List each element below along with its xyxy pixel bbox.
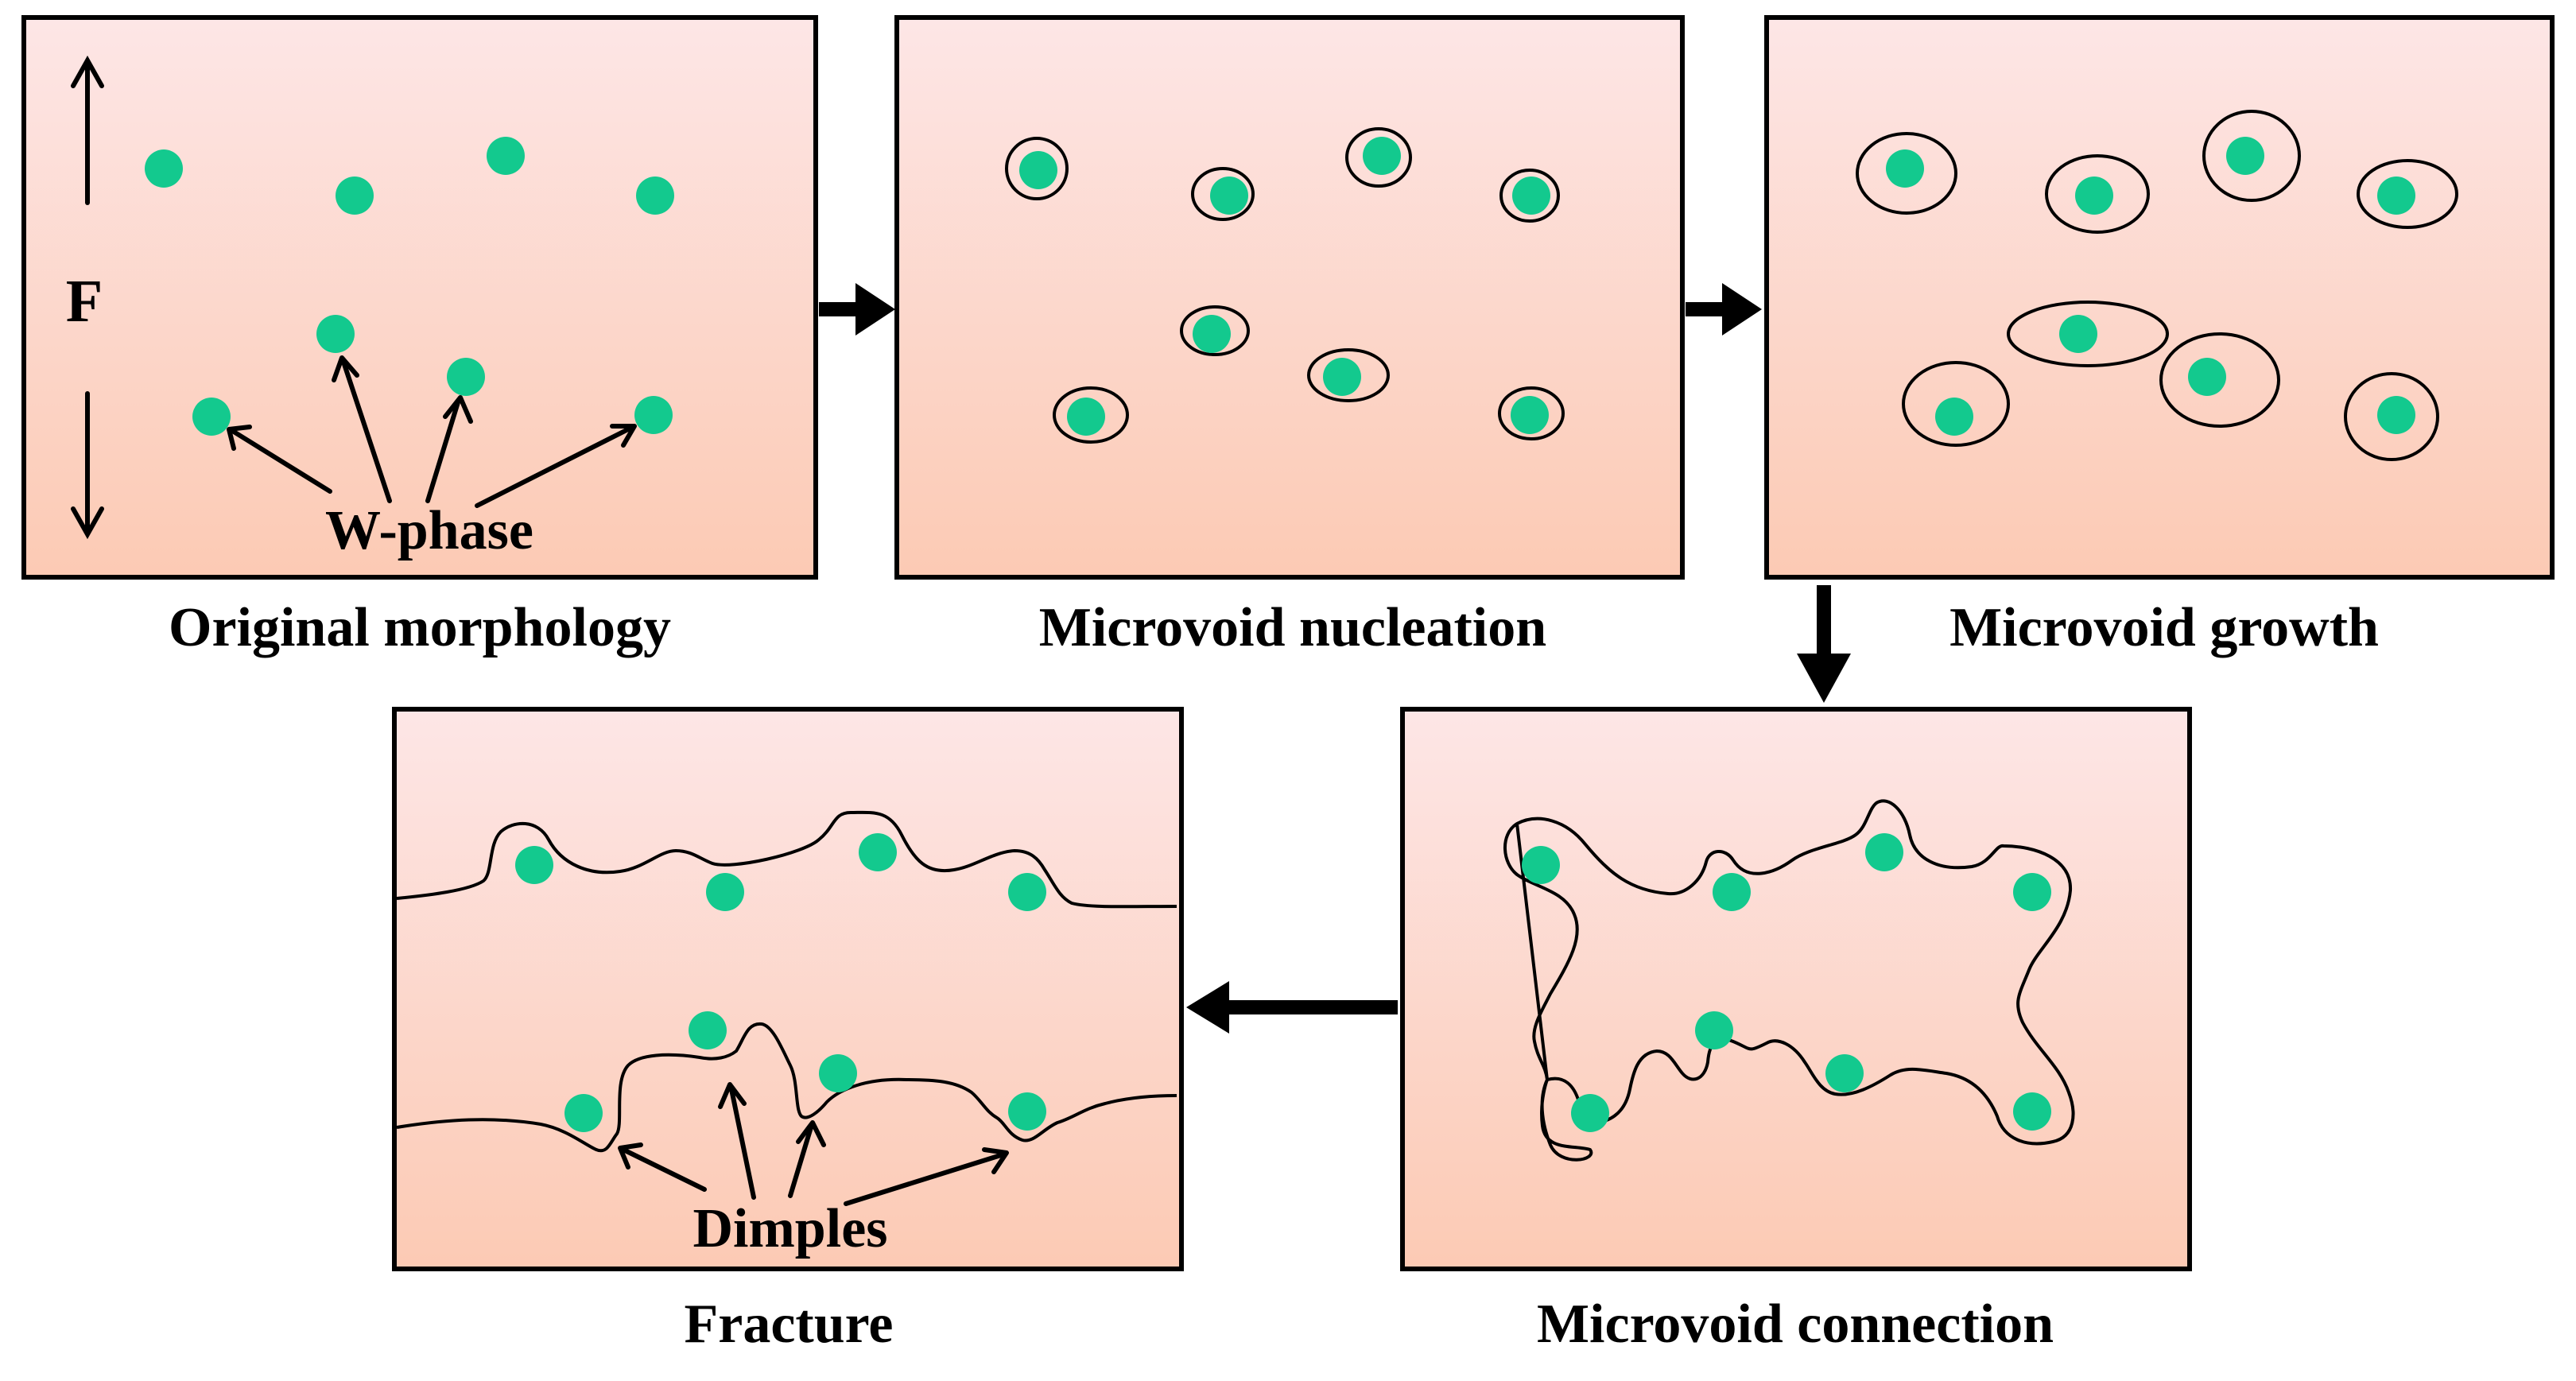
particle [2075, 177, 2113, 215]
particle [634, 396, 673, 434]
w-phase-pointers [227, 355, 637, 508]
particle [1522, 846, 1560, 884]
particle [1193, 315, 1231, 353]
microvoid [2045, 154, 2150, 234]
particle [1363, 137, 1401, 175]
particle [1512, 177, 1550, 215]
microvoid [2007, 301, 2169, 367]
particle [1825, 1054, 1864, 1092]
flow-arrow-1-to-2 [819, 283, 895, 336]
particle [1210, 177, 1248, 215]
particle [1886, 149, 1924, 188]
particle [1511, 396, 1549, 434]
microvoid [1053, 386, 1129, 444]
microvoid [2202, 110, 2301, 202]
dimples-label: Dimples [693, 1198, 888, 1259]
particle [2013, 873, 2051, 911]
particle [859, 833, 897, 871]
particle [564, 1094, 603, 1132]
microvoid [2159, 332, 2280, 428]
particle [1019, 151, 1057, 189]
microvoids [1005, 127, 1565, 444]
panel-growth [1764, 15, 2555, 580]
particle [1571, 1094, 1609, 1132]
microvoid [1499, 169, 1560, 223]
w-phase-particles [1886, 137, 2415, 436]
particle [336, 177, 374, 215]
panel-growth-frame [1764, 15, 2555, 580]
panel-original-frame [21, 15, 818, 580]
particle [1713, 873, 1751, 911]
microvoid [1345, 127, 1412, 188]
microvoid [2344, 372, 2439, 461]
particle [447, 358, 485, 396]
upper-fracture-surface [396, 810, 1177, 909]
microvoid [1307, 348, 1390, 402]
microvoid [2357, 159, 2458, 229]
particle [1323, 358, 1361, 396]
caption-nucleation: Microvoid nucleation [1039, 597, 1546, 658]
panel-fracture-frame [392, 707, 1184, 1271]
w-phase-label: W-phase [325, 500, 533, 561]
w-phase-particles [515, 833, 1046, 1132]
microvoid [1191, 167, 1255, 221]
particle [636, 177, 674, 215]
particle [1695, 1011, 1733, 1049]
particle [2059, 315, 2097, 353]
particle [1865, 833, 1903, 871]
panel-nucleation [894, 15, 1685, 580]
particle [192, 398, 231, 436]
caption-connection: Microvoid connection [1537, 1294, 2054, 1355]
particle [2377, 177, 2415, 215]
microvoid [1856, 132, 1957, 215]
particle [1935, 398, 1973, 436]
w-phase-particles [1522, 833, 2051, 1132]
force-arrow-down [71, 391, 104, 540]
particle [1067, 398, 1105, 436]
microvoid [1180, 305, 1250, 356]
microvoid [1498, 386, 1565, 440]
particle [1008, 873, 1046, 911]
panel-fracture: Dimples [392, 707, 1184, 1271]
caption-fracture: Fracture [684, 1294, 893, 1355]
force-label: F [66, 268, 103, 335]
panel-nucleation-frame [894, 15, 1685, 580]
particle [316, 315, 355, 353]
particle [145, 149, 183, 188]
particle [487, 137, 525, 175]
particle [706, 873, 744, 911]
w-phase-particles [1019, 137, 1550, 436]
particle [515, 846, 553, 884]
microvoids [1856, 110, 2458, 461]
dimple-pointers [618, 1082, 1009, 1206]
flow-arrow-3-to-4 [1797, 585, 1851, 703]
panel-connection-frame [1400, 707, 2192, 1271]
particle [2226, 137, 2264, 175]
caption-original: Original morphology [169, 597, 671, 658]
force-arrow-up [71, 55, 104, 205]
particle [2188, 358, 2226, 396]
microvoid [1902, 361, 2010, 447]
flow-arrow-4-to-5 [1186, 981, 1398, 1034]
panel-connection [1400, 707, 2192, 1271]
w-phase-particles [145, 137, 674, 436]
microvoid [1005, 137, 1069, 200]
panel-original: F W-phase [21, 15, 818, 580]
lower-fracture-surface [396, 1022, 1177, 1153]
particle [819, 1054, 857, 1092]
particle [689, 1011, 727, 1049]
particle [2377, 396, 2415, 434]
caption-growth: Microvoid growth [1949, 597, 2379, 658]
flow-arrow-2-to-3 [1686, 283, 1762, 336]
particle [2013, 1092, 2051, 1131]
particle [1008, 1092, 1046, 1131]
